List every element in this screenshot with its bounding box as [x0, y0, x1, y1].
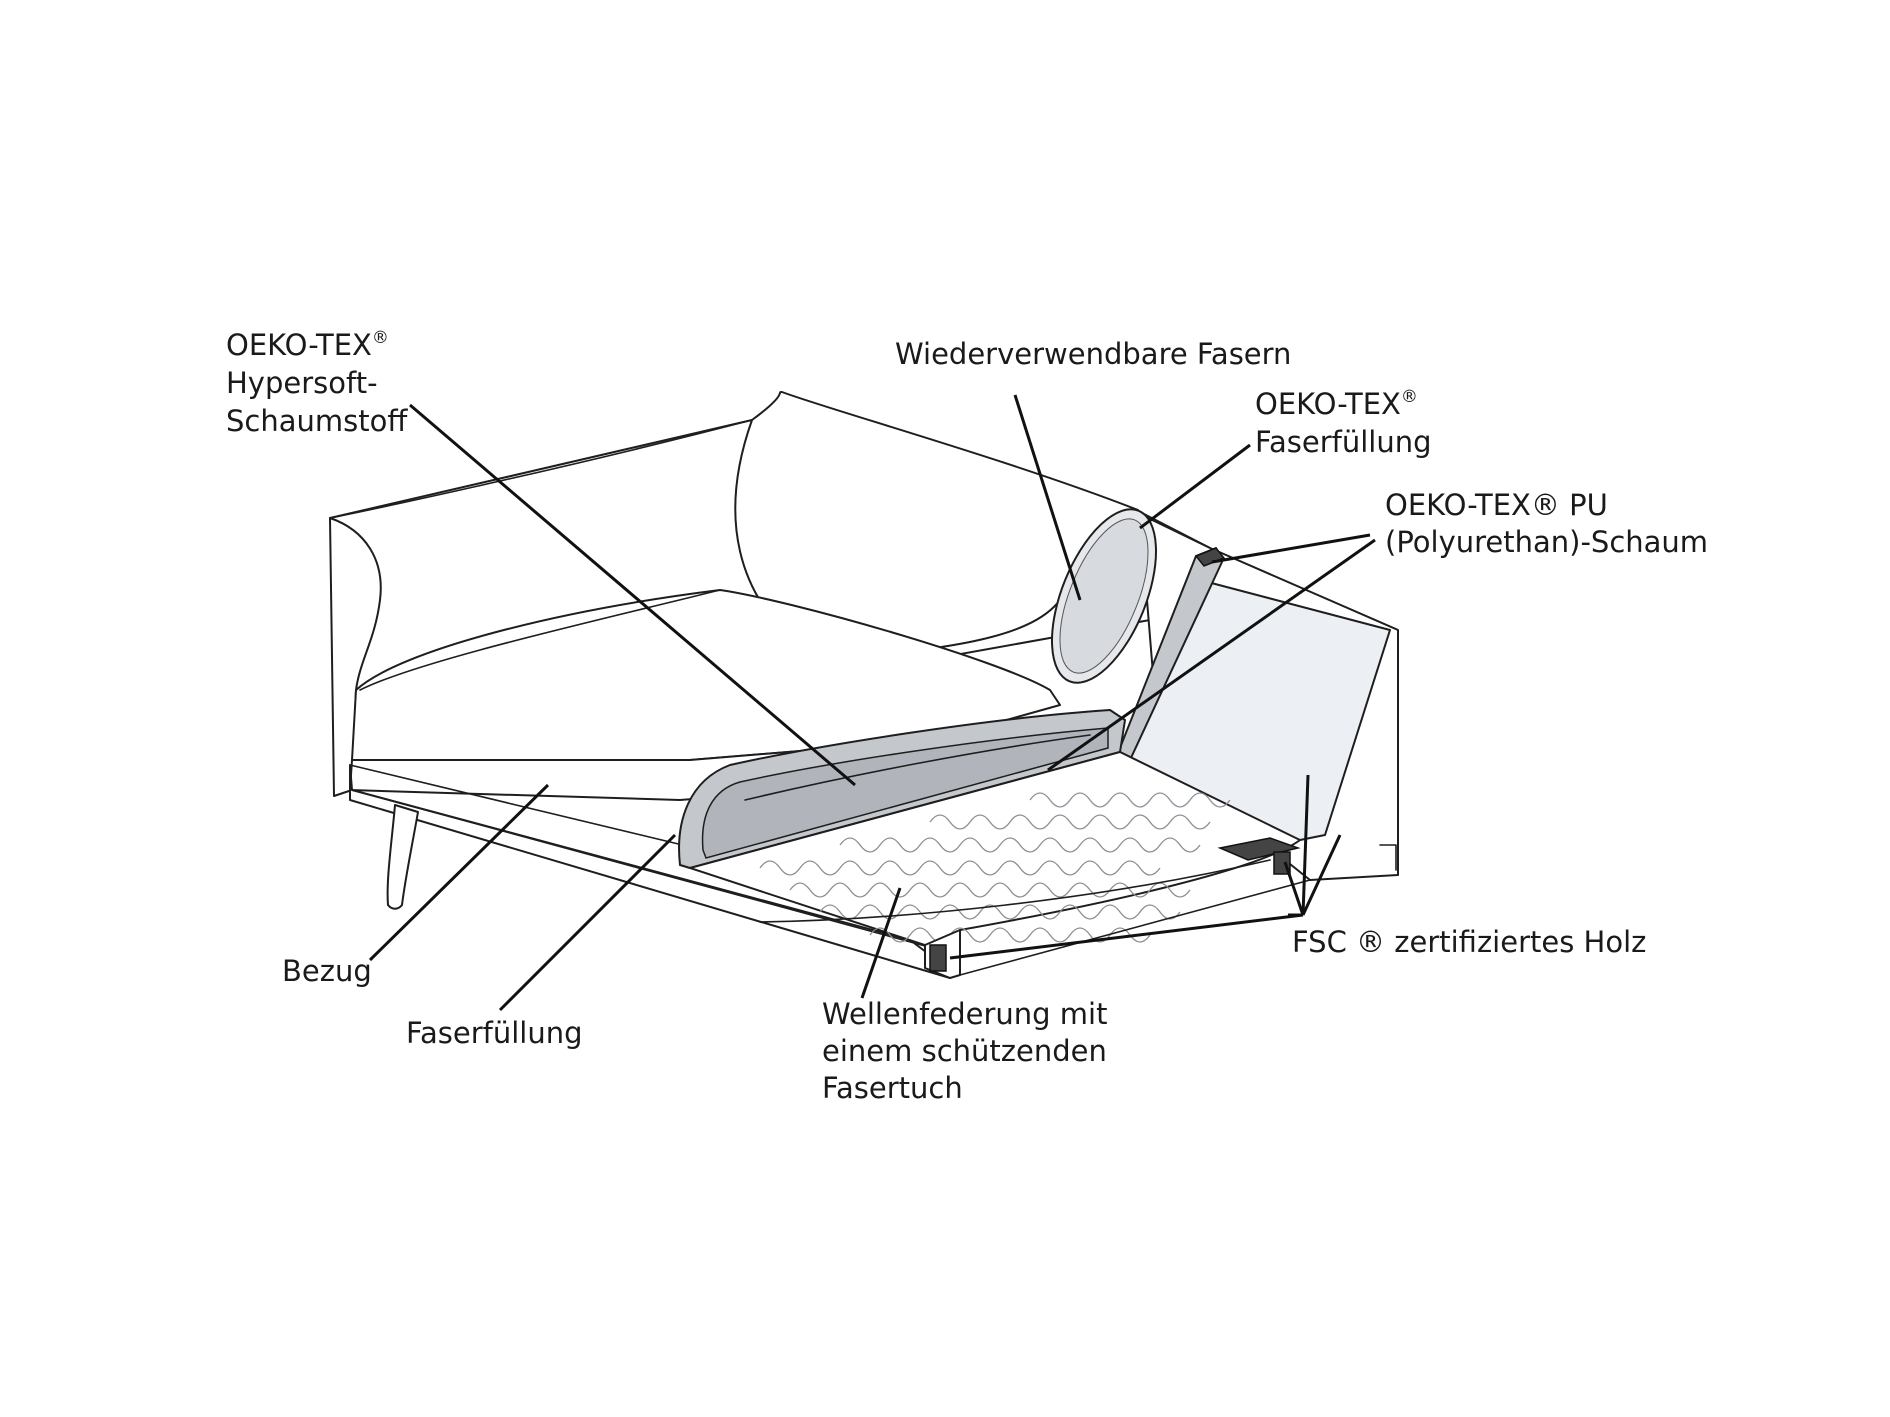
wave-springs	[759, 792, 1231, 943]
label-fasern: Wiederverwendbare Fasern	[895, 337, 1291, 371]
leader-pu-bottom	[1047, 538, 1376, 772]
label-faserfuellung-top-line2: Faserfüllung	[1255, 425, 1432, 459]
sofa-front-bottom-edge	[351, 789, 941, 951]
leader-lines	[368, 394, 1376, 1012]
wood-rear-rail	[1217, 837, 1301, 861]
seat-cushion	[351, 589, 1061, 761]
cut-seat-crease	[744, 734, 1091, 801]
leader-fsc-2	[1283, 861, 1305, 916]
label-wellenfederung-line3: Fasertuch	[822, 1071, 963, 1105]
label-wellenfederung: Wellenfederung mit	[822, 997, 1107, 1031]
fibre-cloth-edge	[759, 859, 1271, 923]
round-cushion-inner	[1059, 518, 1149, 674]
cut-seat-foam-inner	[701, 727, 1109, 859]
label-hypersoft: OEKO-TEX®	[226, 328, 389, 362]
leader-fsc-4	[1301, 834, 1342, 916]
vertical-foam-cap	[1194, 547, 1226, 567]
label-hypersoft-line3: Schaumstoff	[226, 404, 408, 438]
label-faserfuellung-bottom: Faserfüllung	[406, 1016, 583, 1050]
label-faserfuellung-top: OEKO-TEX®	[1255, 387, 1418, 421]
leader-fsc-3	[1301, 774, 1310, 916]
leader-faserfuellung-top	[1139, 443, 1251, 530]
leader-faserfuellung-bottom	[498, 833, 677, 1012]
leader-bezug	[368, 783, 550, 962]
rear-panel-edge	[1379, 629, 1399, 876]
back-top-edge	[329, 419, 753, 519]
label-hypersoft-line2: Hypersoft-	[226, 366, 378, 400]
front-leg	[386, 804, 419, 910]
sofa-front-top-edge	[349, 764, 696, 849]
label-bezug: Bezug	[282, 954, 372, 988]
label-pu: OEKO-TEX® PU	[1385, 488, 1608, 522]
sofa-illustration	[329, 391, 1399, 979]
leader-fsc-1	[949, 913, 1304, 960]
leader-pu-top	[1211, 533, 1371, 564]
sofa-left-arm	[329, 517, 382, 797]
leader-fasern	[1013, 394, 1082, 601]
labels: OEKO-TEX® Hypersoft- Schaumstoff Wiederv…	[226, 328, 1708, 1105]
wood-front-block	[929, 944, 947, 972]
leader-wellenfederung	[860, 887, 902, 999]
label-pu-line2: (Polyurethan)-Schaum	[1385, 525, 1708, 559]
base-right-edge	[959, 879, 1311, 976]
seat-crease	[359, 589, 721, 691]
leader-hypersoft	[409, 403, 856, 787]
label-fsc: FSC ® zertifiziertes Holz	[1292, 925, 1646, 959]
label-wellenfederung-line2: einem schützenden	[822, 1034, 1107, 1068]
